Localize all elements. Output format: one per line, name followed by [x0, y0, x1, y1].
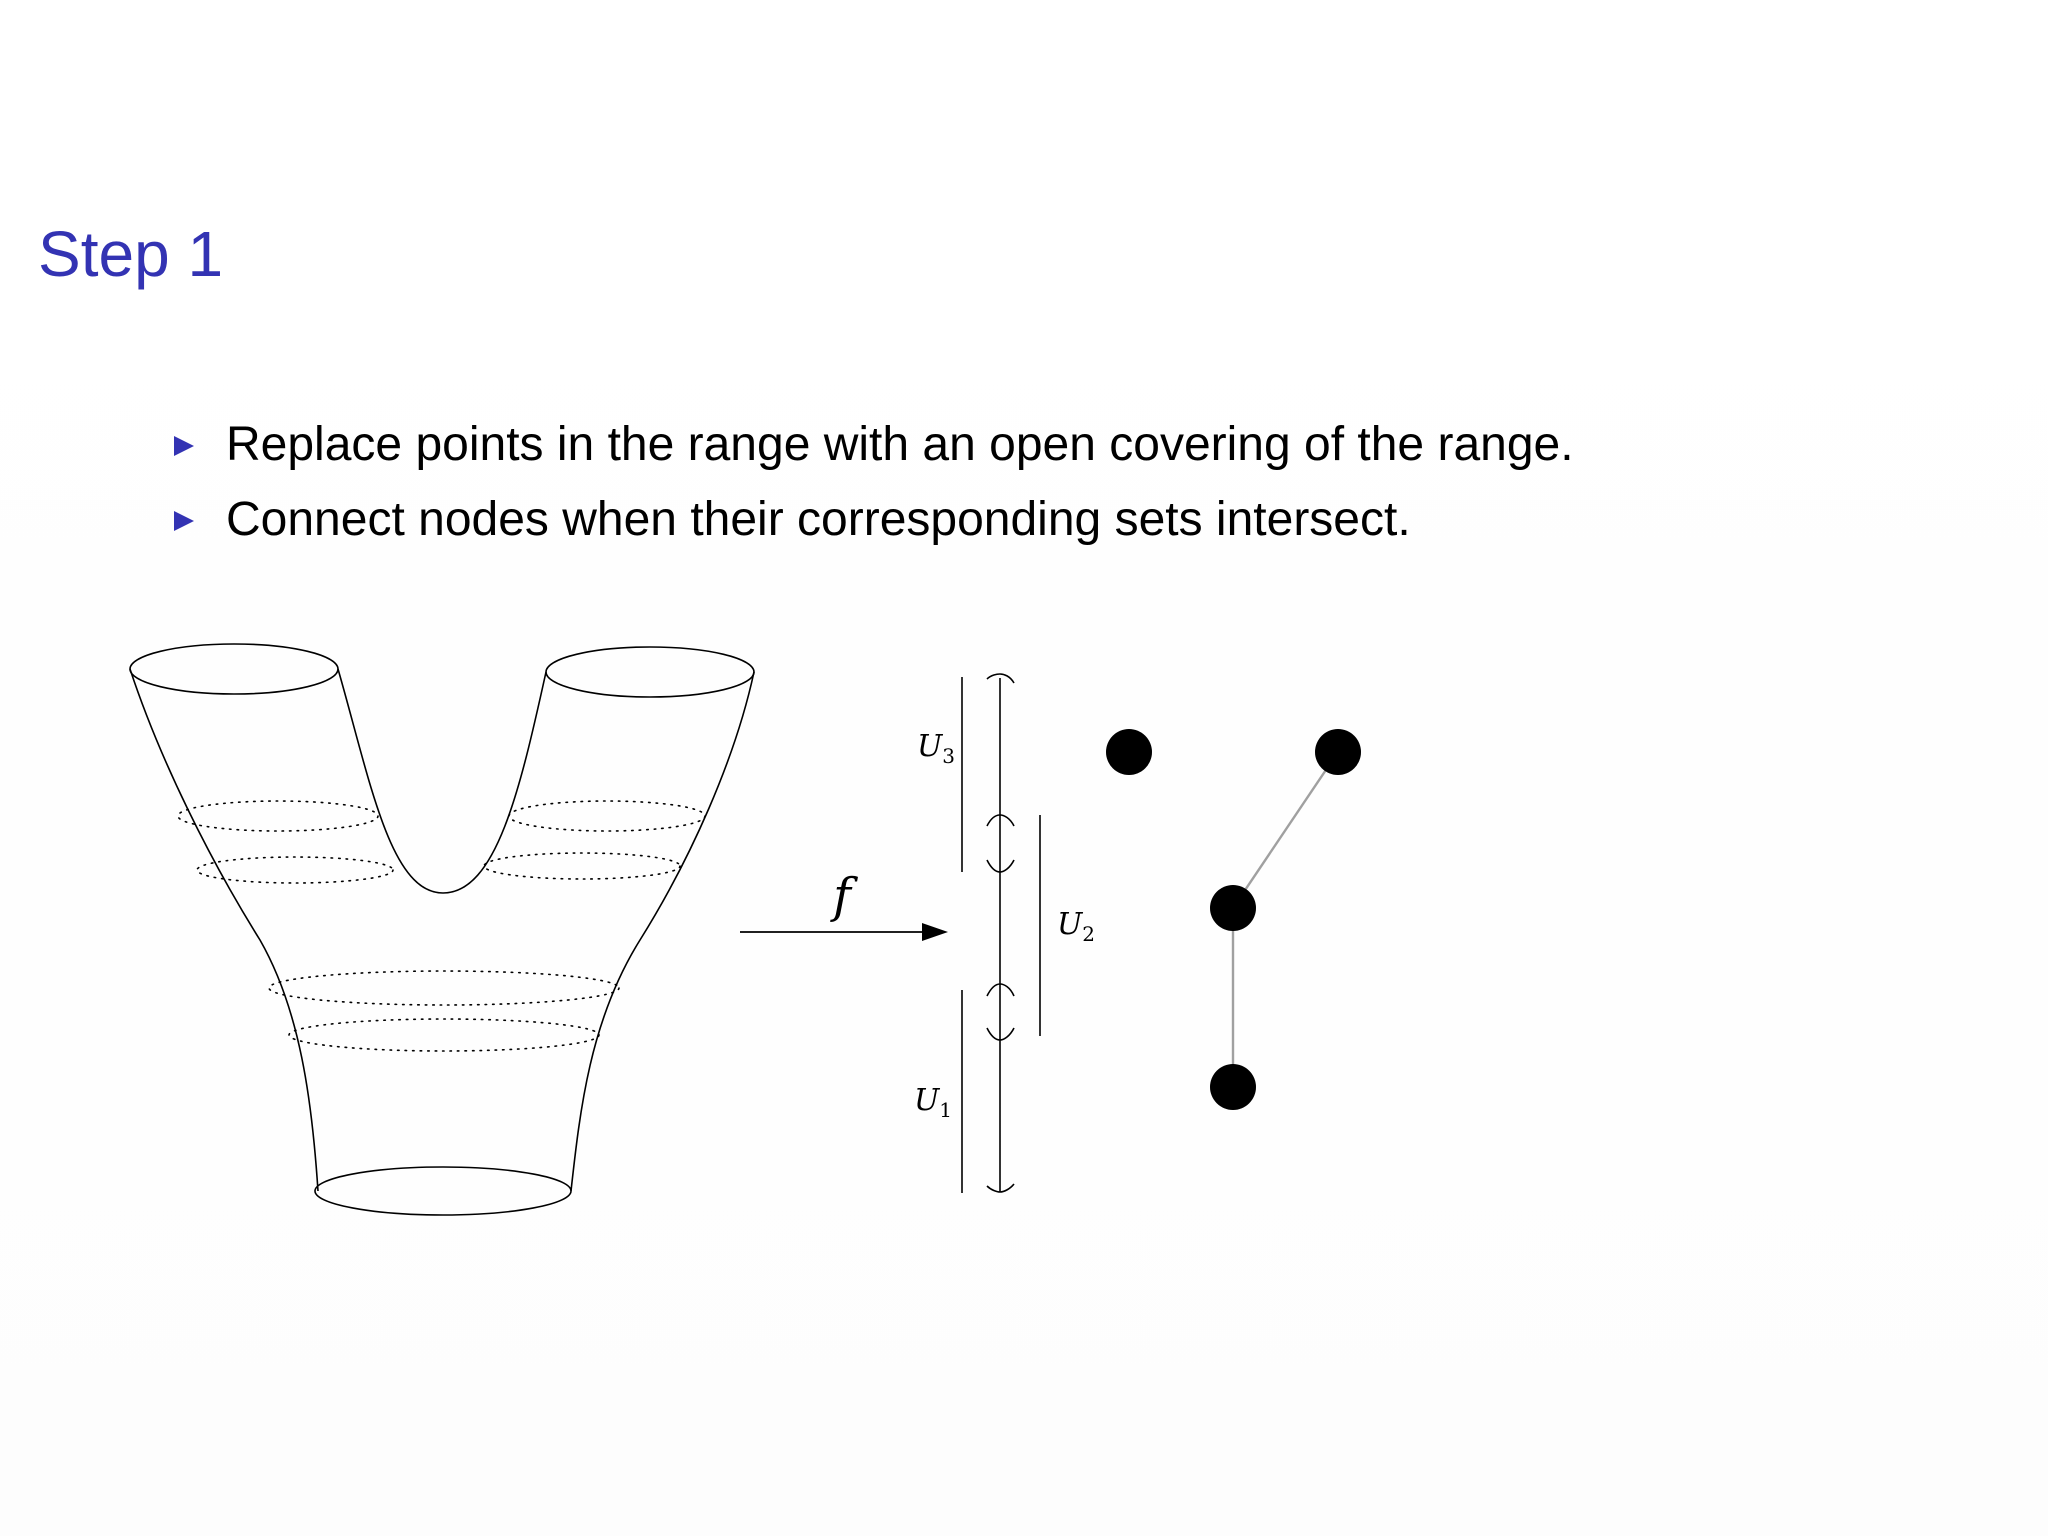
slide-title: Step 1 — [38, 218, 224, 290]
map-label: f — [830, 868, 858, 924]
interval-subscript: 2 — [1082, 922, 1095, 946]
overlap-upper-open — [986, 814, 1015, 827]
level-set-lower-1 — [268, 970, 620, 1006]
left-top-rim — [129, 643, 339, 695]
graph-node — [1106, 729, 1152, 775]
interval-letter: U — [914, 1083, 941, 1118]
level-set-mid-left — [196, 856, 394, 884]
right-outer-contour — [570, 671, 755, 1192]
interval-subscript: 1 — [939, 1098, 952, 1122]
graph-node — [1210, 1064, 1256, 1110]
level-sets — [177, 800, 706, 1052]
interval-label-u2: U2 — [1057, 907, 1095, 946]
bullet-text: Replace points in the range with an open… — [226, 418, 1574, 471]
interval-label-u1: U1 — [914, 1083, 952, 1122]
interval-label-u3: U3 — [917, 729, 955, 768]
graph-node — [1210, 885, 1256, 931]
nerve-graph — [1106, 729, 1361, 1110]
level-set-upper-left — [177, 800, 379, 832]
level-set-mid-right — [483, 852, 681, 880]
right-top-rim — [545, 646, 755, 698]
overlap-upper-close — [986, 859, 1015, 873]
bullet-text: Connect nodes when their corresponding s… — [226, 493, 1411, 546]
overlap-lower-open — [986, 983, 1015, 997]
bottom-rim — [314, 1166, 572, 1216]
graph-edge — [1232, 751, 1339, 909]
interval-subscript: 3 — [942, 744, 955, 768]
pants-surface — [129, 643, 755, 1216]
level-set-lower-2 — [288, 1018, 600, 1052]
overlap-lower-close — [986, 1027, 1015, 1041]
interval-labels: U3 U2 U1 — [914, 729, 1095, 1122]
paren-close-bottom — [986, 1183, 1015, 1193]
left-outer-contour — [129, 668, 319, 1192]
interval-letter: U — [1057, 907, 1084, 942]
level-set-upper-right — [508, 800, 706, 832]
arrow-head-icon — [922, 923, 948, 941]
crotch-contour — [337, 668, 547, 894]
triangle-bullet-icon — [174, 436, 194, 456]
map-arrow: f — [740, 868, 948, 941]
paren-close-top — [986, 673, 1015, 684]
interval-letter: U — [917, 729, 944, 764]
range-axis — [961, 673, 1041, 1193]
triangle-bullet-icon — [174, 511, 194, 531]
graph-node — [1315, 729, 1361, 775]
